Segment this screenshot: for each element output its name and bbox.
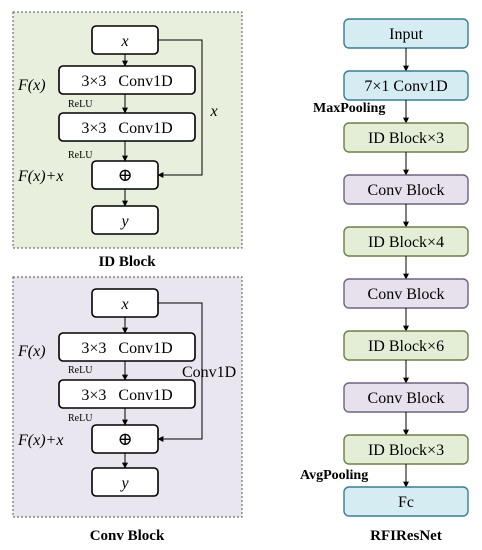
conv-add-icon: ⊕ — [117, 429, 132, 449]
id-relu-1: ReLU — [68, 99, 93, 110]
stage-label: Conv Block — [368, 286, 445, 303]
conv-sum-label: F(x)+x — [17, 432, 63, 449]
conv-shortcut-line — [157, 302, 203, 442]
conv-block-caption: Conv Block — [90, 528, 165, 544]
conv-shortcut-label: Conv1D — [182, 364, 236, 381]
conv-conv1-label: 3×3 Conv1D — [81, 340, 172, 357]
stage-label: Conv Block — [368, 390, 445, 407]
stage-label: ID Block×3 — [368, 130, 444, 147]
id-conv1-label: 3×3 Conv1D — [81, 73, 172, 90]
id-conv2-label: 3×3 Conv1D — [81, 120, 172, 137]
conv-fx-label: F(x) — [17, 343, 46, 360]
id-sum-label: F(x)+x — [17, 168, 63, 185]
network-caption: RFIResNet — [370, 528, 442, 544]
id-block-panel: x 3×3 Conv1D 3×3 Conv1D ⊕ y x F(x) ReLU … — [12, 11, 243, 249]
avgpooling-label: AvgPooling — [300, 468, 368, 483]
id-shortcut-line — [157, 39, 203, 178]
stage-label: Fc — [398, 494, 414, 511]
conv-output-label: y — [119, 475, 129, 492]
id-shortcut-label: x — [209, 103, 217, 120]
conv-relu-1: ReLU — [68, 365, 93, 376]
id-input-label: x — [120, 33, 128, 50]
conv-input-label: x — [120, 296, 128, 313]
conv-conv2-label: 3×3 Conv1D — [81, 387, 172, 404]
stage-box — [343, 486, 469, 517]
stage-label: 7×1 Conv1D — [364, 78, 447, 95]
id-fx-label: F(x) — [17, 77, 46, 94]
id-relu-2: ReLU — [68, 150, 93, 161]
conv-block-panel: x 3×3 Conv1D 3×3 Conv1D ⊕ y Conv1D F(x) … — [12, 276, 243, 518]
id-add-icon: ⊕ — [117, 165, 132, 185]
stage-label: Input — [389, 26, 423, 43]
id-output-label: y — [119, 213, 129, 230]
stage-label: Conv Block — [368, 182, 445, 199]
stage-label: ID Block×6 — [368, 338, 444, 355]
stage-label: ID Block×4 — [368, 234, 444, 251]
maxpooling-label: MaxPooling — [313, 101, 385, 116]
stage-label: ID Block×3 — [368, 442, 444, 459]
id-block-caption: ID Block — [98, 254, 156, 270]
conv-relu-2: ReLU — [68, 413, 93, 424]
